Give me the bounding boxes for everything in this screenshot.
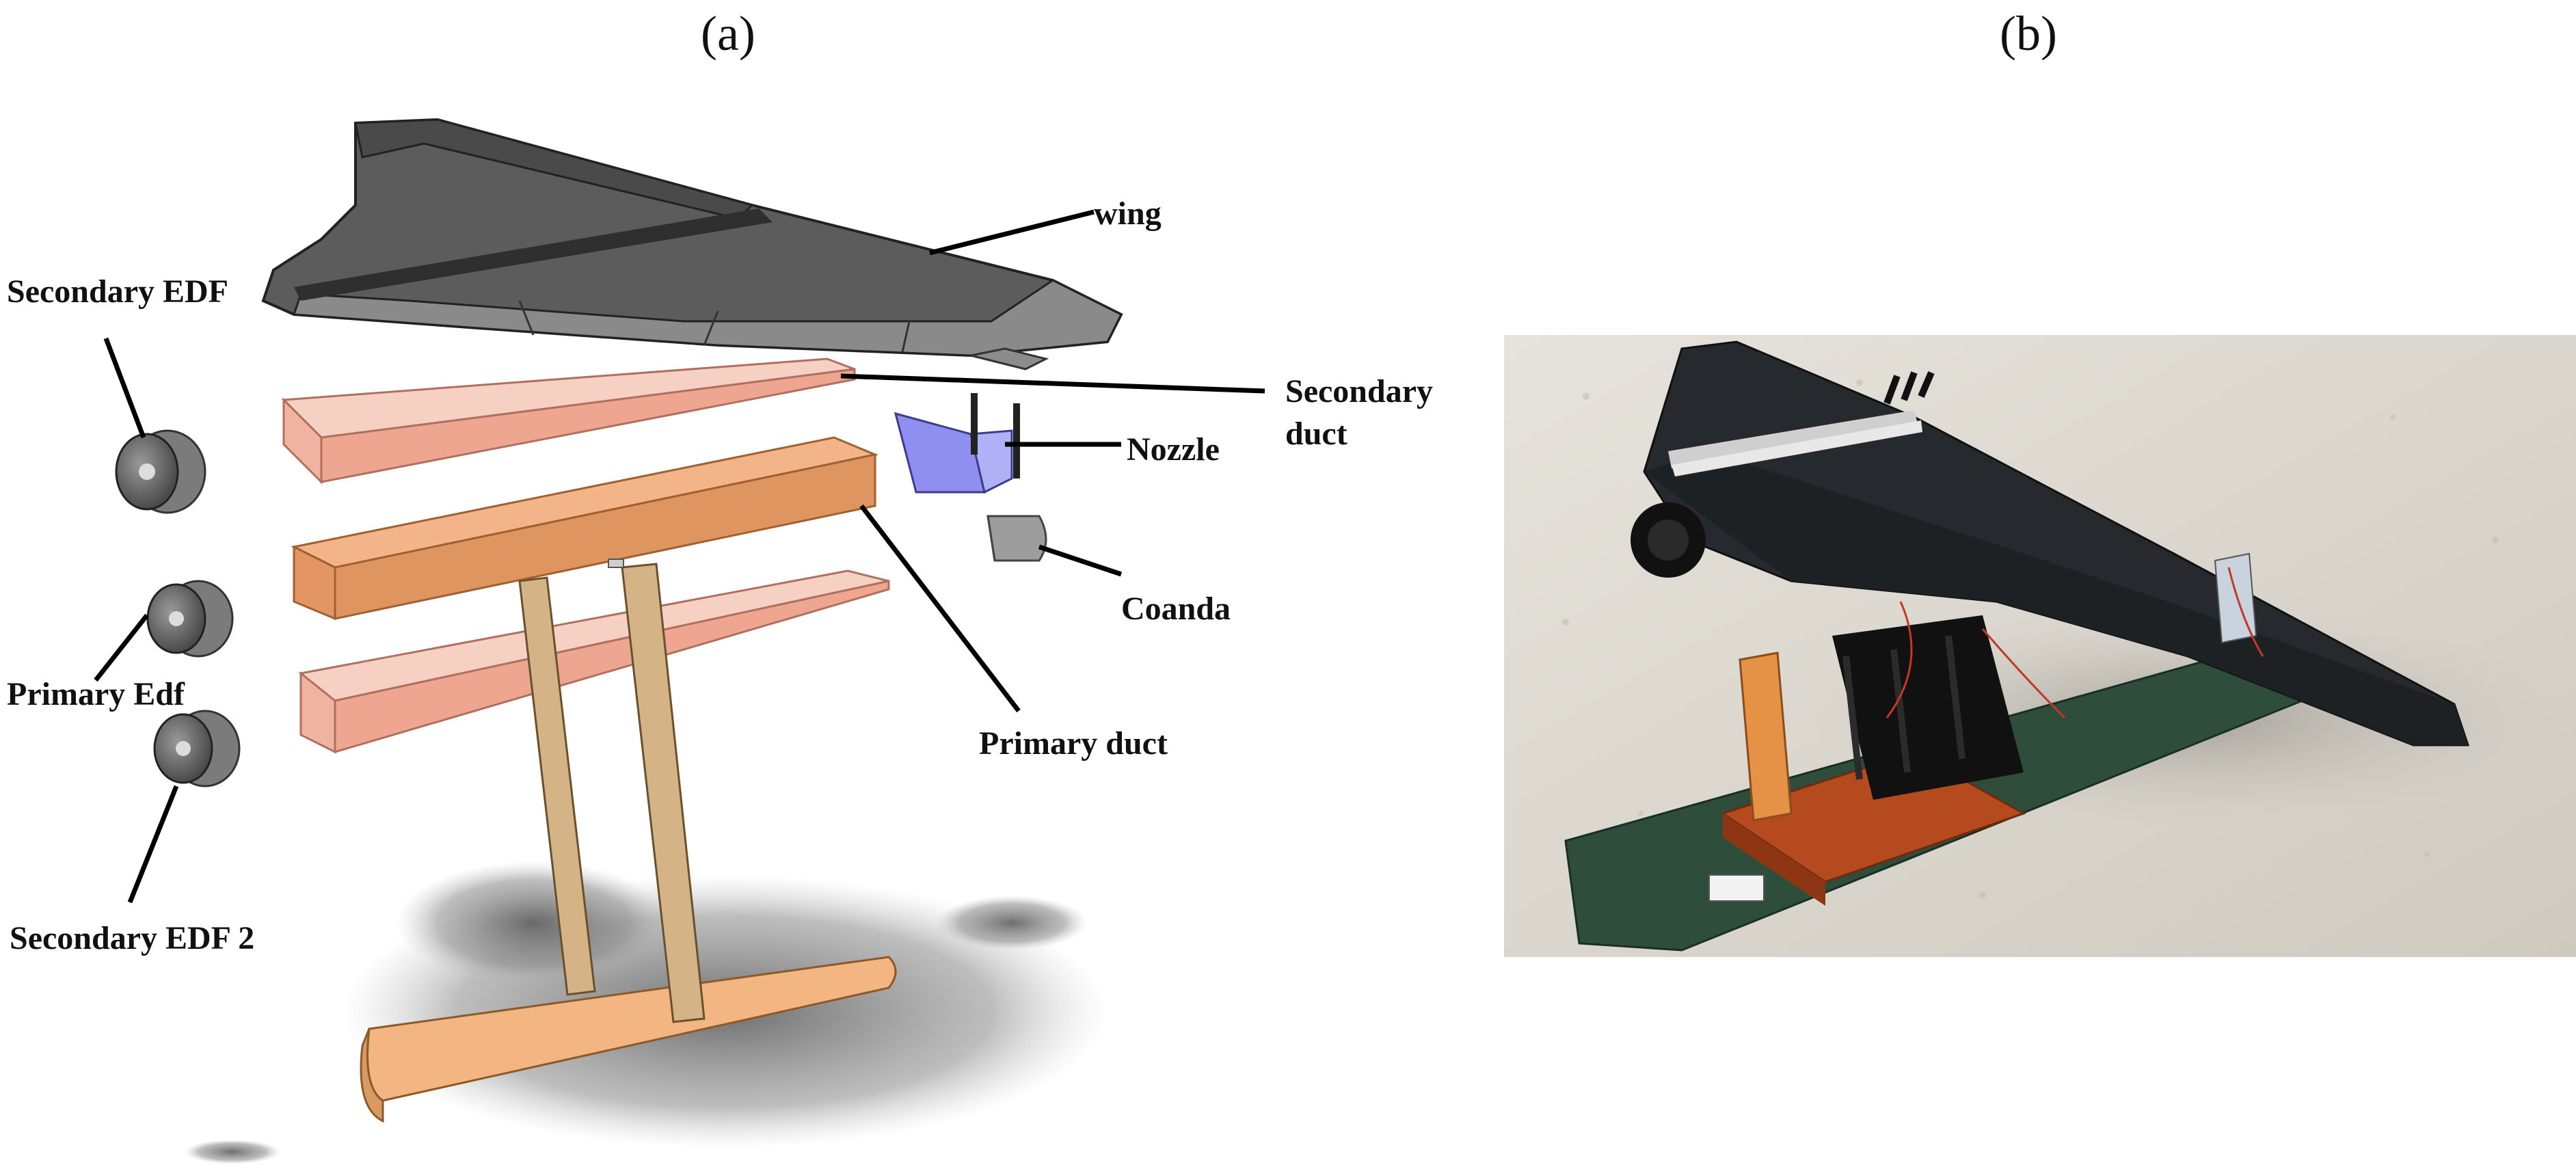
nozzle-part — [894, 393, 1020, 494]
photo-flying-wing-model — [1631, 340, 2470, 746]
wing-part — [261, 118, 1123, 371]
test-stand — [360, 558, 897, 1123]
model-photograph — [1504, 335, 2576, 957]
secondary-duct-upper — [281, 358, 856, 485]
photo-label-card — [1708, 874, 1765, 902]
wing-label: wing — [1094, 196, 1162, 232]
photo-black-stand — [1832, 615, 2024, 800]
primary-edf-fan — [146, 580, 234, 658]
secondary-edf-2-fan — [153, 710, 241, 788]
secondary-edf-2-label: Secondary EDF 2 — [10, 920, 255, 956]
primary-duct — [291, 436, 879, 621]
secondary-duct-label-line2: duct — [1285, 416, 1347, 452]
secondary-duct-lower — [298, 569, 890, 754]
exploded-cad-diagram — [94, 118, 1265, 1164]
panel-a-label: (a) — [701, 6, 755, 61]
panel-b-label: (b) — [2000, 6, 2057, 61]
secondary-duct-label: Secondary duct — [1285, 371, 1433, 455]
secondary-edf-label: Secondary EDF — [7, 273, 228, 310]
leader-lines — [94, 209, 1265, 904]
secondary-duct-label-line1: Secondary — [1285, 373, 1433, 409]
coanda-label: Coanda — [1121, 591, 1231, 627]
nozzle-label: Nozzle — [1127, 431, 1220, 468]
primary-duct-label: Primary duct — [979, 725, 1168, 762]
primary-edf-label: Primary Edf — [7, 676, 185, 712]
secondary-edf-fan — [115, 429, 206, 514]
coanda-part — [987, 515, 1047, 562]
photo-wood-post — [1739, 651, 1793, 822]
photo-floor-speckle — [1562, 379, 2499, 899]
